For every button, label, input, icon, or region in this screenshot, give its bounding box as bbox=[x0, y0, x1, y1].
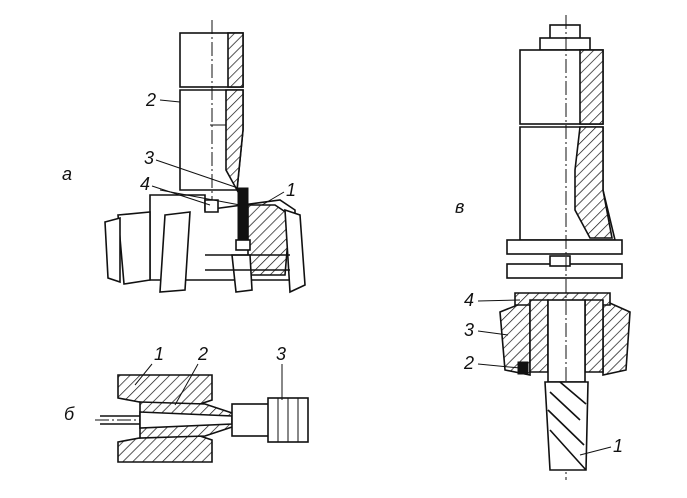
view-a-letter: а bbox=[62, 164, 72, 184]
view-a-label-4: 4 bbox=[140, 174, 150, 194]
view-v-label-4: 4 bbox=[464, 290, 474, 310]
view-b-drawing bbox=[95, 374, 310, 463]
view-v-label-3: 3 bbox=[464, 320, 474, 340]
view-b-letter: б bbox=[64, 404, 75, 424]
view-b-label-1: 1 bbox=[154, 344, 164, 364]
view-b-label-2: 2 bbox=[197, 344, 208, 364]
view-v-leaders bbox=[477, 299, 612, 456]
view-b-leaders bbox=[134, 363, 283, 406]
view-a-label-1: 1 bbox=[286, 180, 296, 200]
view-a-leaders bbox=[151, 99, 285, 206]
view-b-label-3: 3 bbox=[276, 344, 286, 364]
view-v-label-1: 1 bbox=[613, 436, 623, 456]
view-a-label-2: 2 bbox=[145, 90, 156, 110]
view-v-drawing bbox=[499, 15, 631, 480]
view-v-letter: в bbox=[455, 197, 464, 217]
view-a-label-3: 3 bbox=[144, 148, 154, 168]
view-a-drawing bbox=[104, 20, 306, 294]
view-v-label-2: 2 bbox=[463, 353, 474, 373]
